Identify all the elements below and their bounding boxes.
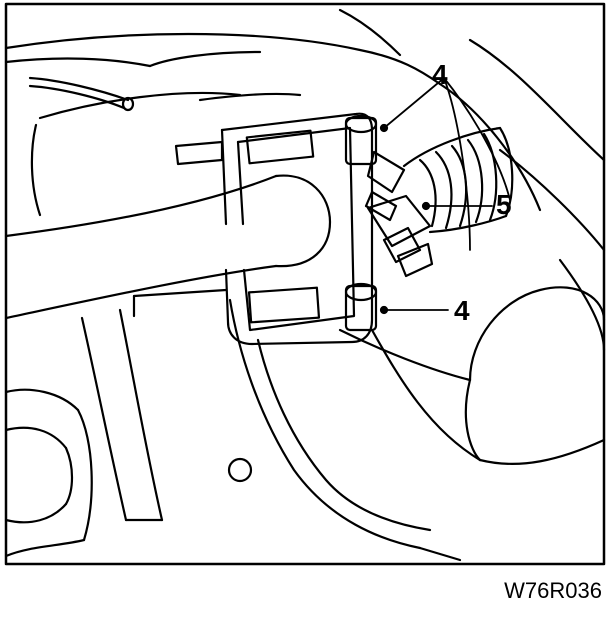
small-hose-top-left	[28, 76, 135, 112]
stabilizer-link	[364, 150, 434, 278]
callout-label-top: 4	[432, 59, 448, 90]
figure-border	[4, 2, 606, 566]
leader-dot-boot	[421, 201, 431, 211]
control-arm	[227, 286, 606, 562]
figure-code: W76R036	[504, 578, 602, 603]
callout-label-boot: 5	[496, 189, 512, 220]
callout-leaders	[383, 77, 511, 311]
background-body-contours	[4, 8, 606, 352]
clamp-bolts	[344, 114, 378, 332]
clamp-bracket	[132, 112, 374, 346]
left-lower-structure	[4, 308, 164, 558]
leader-dot-top	[379, 123, 389, 133]
callout-label-bottom: 4	[454, 295, 470, 326]
leader-dot-bottom	[379, 305, 389, 315]
stabilizer-bar	[4, 174, 332, 320]
